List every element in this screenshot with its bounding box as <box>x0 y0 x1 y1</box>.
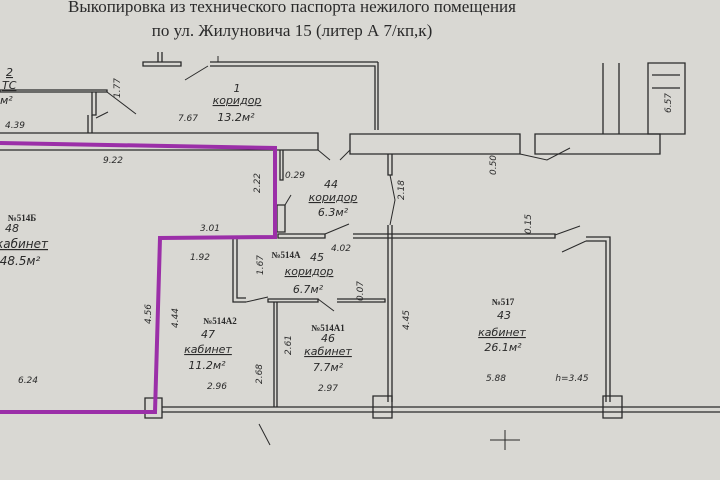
room-48-area: 48.5м² <box>0 254 40 268</box>
dim-9-22: 9.22 <box>103 156 123 166</box>
dim-1-77: 1.77 <box>113 78 123 98</box>
dim-2-18: 2.18 <box>397 180 407 200</box>
room-47-number: 47 <box>201 328 215 341</box>
dim-1-92: 1.92 <box>190 253 210 263</box>
dim-0-07: 0.07 <box>356 281 366 301</box>
room-43-area: 26.1м² <box>484 341 522 354</box>
room-45-area: 6.7м² <box>293 283 324 296</box>
room-43-name: кабинет <box>478 326 526 339</box>
dim-4-56: 4.56 <box>144 304 154 324</box>
dim-1-67: 1.67 <box>256 255 266 275</box>
title-line-1: Выкопировка из технического паспорта неж… <box>68 0 516 16</box>
room-48-name: кабинет <box>0 237 49 251</box>
room-45-name: коридор <box>285 265 334 278</box>
room-46-number: 46 <box>321 332 335 345</box>
dim-6-24: 6.24 <box>18 376 38 386</box>
room-2-name: ТС <box>2 79 17 92</box>
title-line-2: по ул. Жилуновича 15 (литер А 7/кп,к) <box>152 21 432 40</box>
dim-3-01: 3.01 <box>200 224 220 234</box>
room-47-name: кабинет <box>184 343 232 356</box>
dim-0-50: 0.50 <box>489 155 499 175</box>
leased-area-boundary <box>0 141 277 414</box>
room-46-area: 7.7м² <box>313 361 344 374</box>
dimension-labels: 4.39 7.67 9.22 0.29 3.01 1.92 4.02 2.96 … <box>5 78 674 394</box>
dim-5-88: 5.88 <box>486 374 506 384</box>
dim-4-39: 4.39 <box>5 121 25 131</box>
ceiling-height: h=3.45 <box>555 374 589 384</box>
room-45-code: №514А <box>271 250 301 260</box>
dim-2-61: 2.61 <box>284 335 294 355</box>
room-47-code: №514А2 <box>203 316 237 326</box>
room-43-code: №517 <box>492 297 515 307</box>
room-44-name: коридор <box>309 191 358 204</box>
room-44-area: 6.3м² <box>318 206 349 219</box>
room-1-name: коридор <box>213 94 262 107</box>
dim-4-44: 4.44 <box>171 308 181 328</box>
room-48-code: №514Б <box>8 213 37 223</box>
room-2-number: 2 <box>6 66 13 79</box>
dim-2-22: 2.22 <box>253 173 263 193</box>
room-1-area: 13.2м² <box>217 111 255 124</box>
dim-2-68: 2.68 <box>255 364 265 384</box>
dim-7-67: 7.67 <box>178 114 198 124</box>
room-2-area: м² <box>0 94 13 107</box>
dim-2-96: 2.96 <box>207 382 227 392</box>
room-48-number: 48 <box>5 222 19 235</box>
room-44-number: 44 <box>324 178 338 191</box>
room-45-number: 45 <box>310 251 324 264</box>
room-46-name: кабинет <box>304 345 352 358</box>
dim-0-29: 0.29 <box>285 171 305 181</box>
door-swings <box>95 56 587 450</box>
room-43-number: 43 <box>497 309 511 322</box>
room-46-code: №514А1 <box>311 323 345 333</box>
dim-0-15: 0.15 <box>524 214 534 234</box>
dim-4-45: 4.45 <box>402 310 412 330</box>
room-1-number: 1 <box>234 82 241 95</box>
dim-2-97: 2.97 <box>318 384 338 394</box>
room-47-area: 11.2м² <box>188 359 226 372</box>
dim-6-57: 6.57 <box>664 93 674 113</box>
dim-4-02: 4.02 <box>331 244 351 254</box>
